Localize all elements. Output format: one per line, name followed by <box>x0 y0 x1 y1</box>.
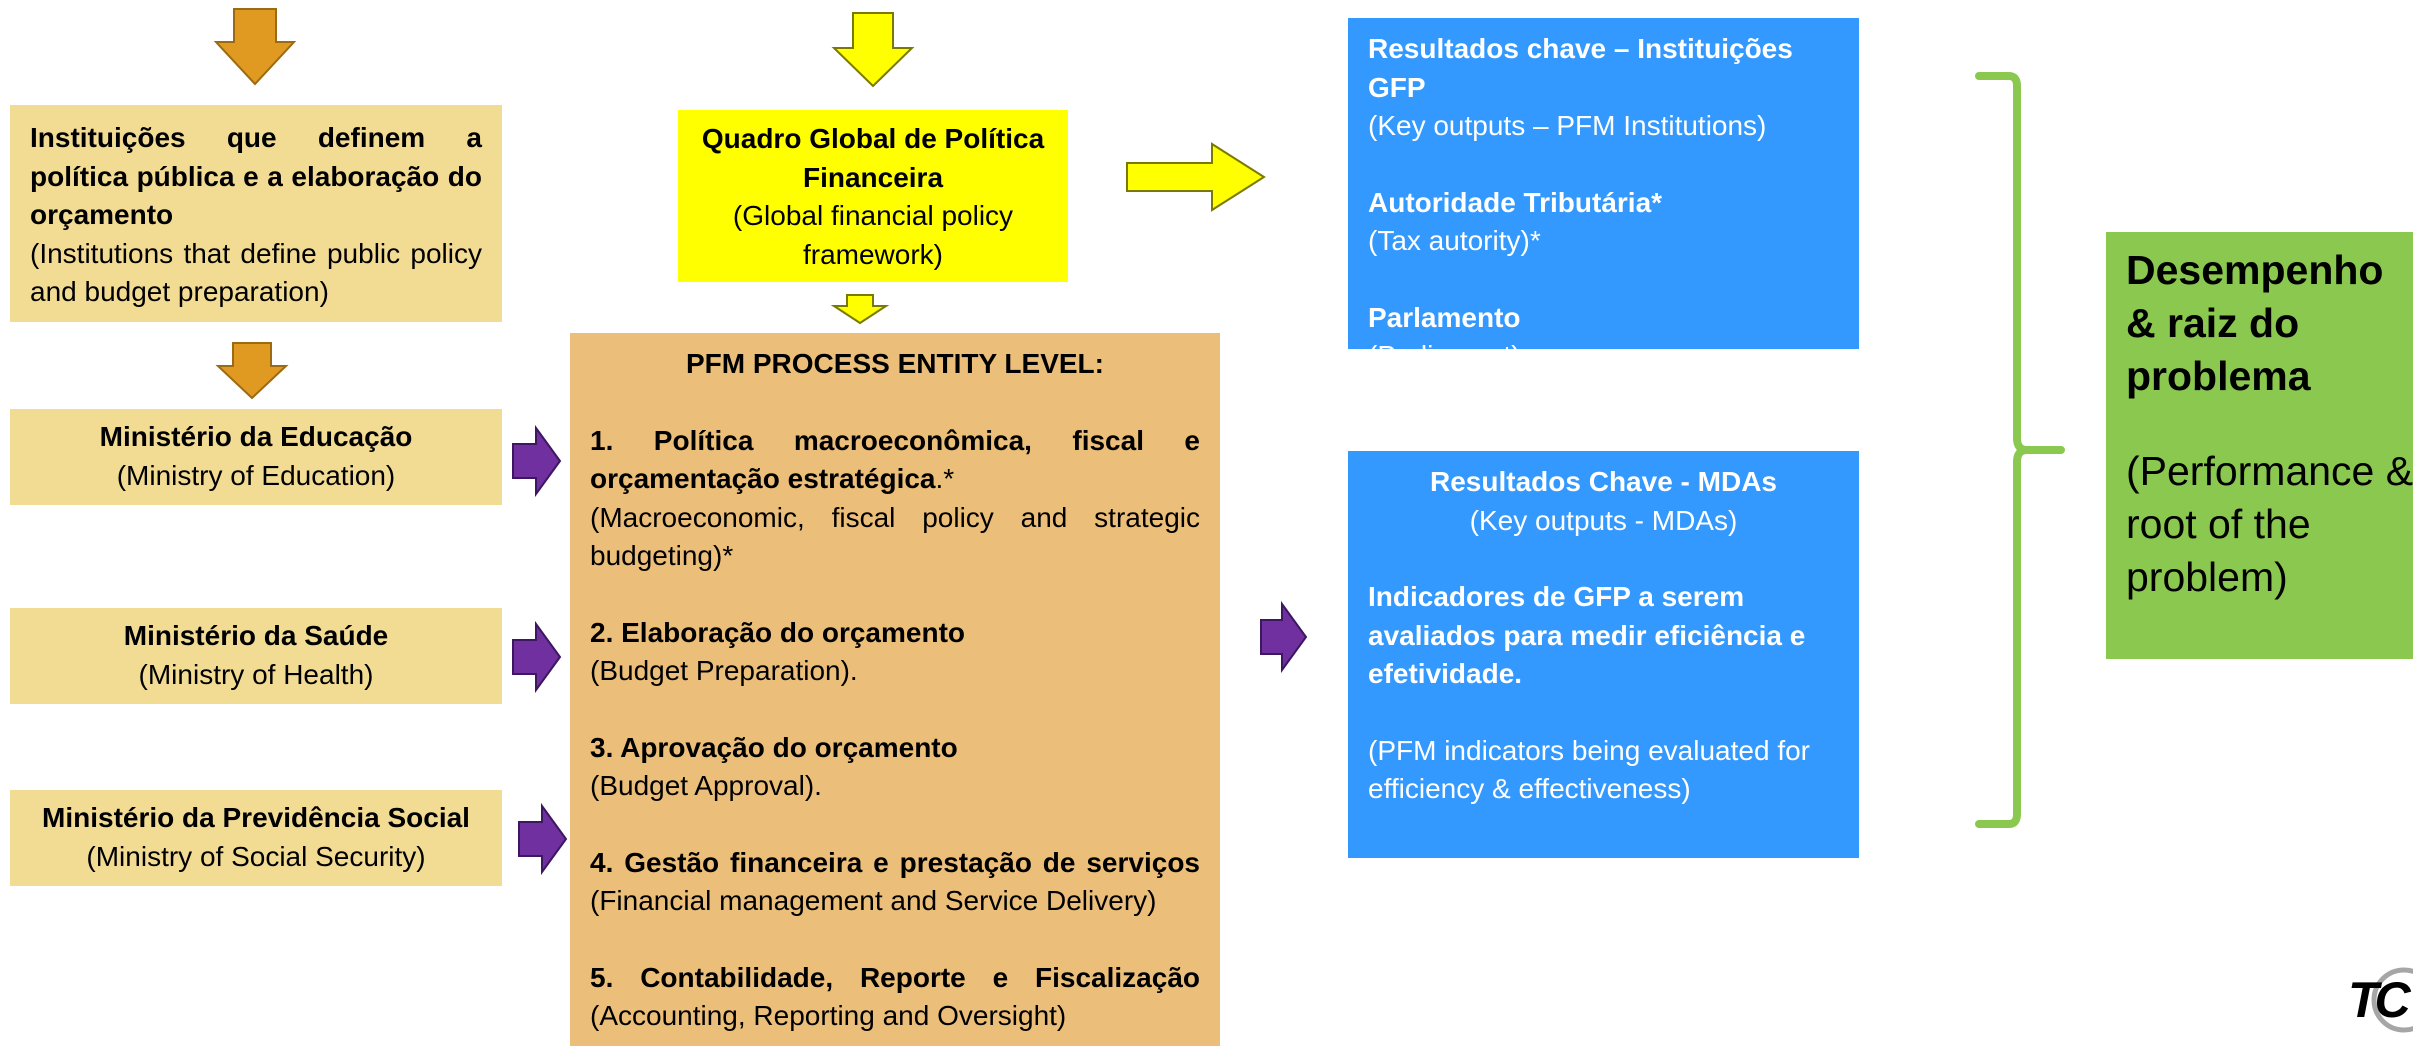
tcu-logo: TC <box>2348 958 2413 1042</box>
key-outputs-mdas-title: Resultados Chave - MDAs <box>1430 466 1777 497</box>
ministry-english: (Ministry of Health) <box>138 658 374 690</box>
key-outputs-pfm-subtitle: (Key outputs – PFM Institutions) <box>1368 110 1767 141</box>
pfm-process-heading: PFM PROCESS ENTITY LEVEL: <box>686 348 1104 379</box>
down-arrow-icon <box>213 8 297 86</box>
key-outputs-mdas-subtitle: (Key outputs - MDAs) <box>1469 504 1738 536</box>
down-arrow-icon <box>830 294 890 325</box>
ministry-box-education: Ministério da Educação (Ministry of Educ… <box>10 409 502 505</box>
institutions-subtitle: (Institutions that define public policy … <box>30 237 482 308</box>
pfm-item-suffix: .* <box>935 463 955 494</box>
logo-ring-icon <box>2371 967 2413 1033</box>
ministry-name: Ministério da Educação <box>99 421 413 452</box>
pfm-item-english: (Macroeconomic, fiscal policy and strate… <box>590 501 1200 572</box>
key-output-entry-name: Parlamento <box>1368 301 1521 333</box>
performance-title: Desempenho & raiz do problema <box>2126 247 2384 399</box>
pfm-item-title: 2. Elaboração do orçamento <box>590 616 965 648</box>
key-outputs-pfm-box: Resultados chave – Instituições GFP (Key… <box>1348 18 1859 371</box>
performance-box: Desempenho & raiz do problema (Performan… <box>2106 232 2413 659</box>
pfm-item-title: 1. Política macroeconômica, fiscal e orç… <box>590 424 1200 495</box>
pfm-item-english: (Budget Preparation). <box>590 655 858 686</box>
key-outputs-mdas-indicators-english: (PFM indicators being evaluated for effi… <box>1368 734 1810 805</box>
right-arrow-icon <box>1260 600 1308 674</box>
right-arrow-icon <box>1126 142 1266 212</box>
key-output-entry-name: Autoridade Tributária* <box>1368 186 1663 218</box>
right-arrow-icon <box>512 424 562 498</box>
key-outputs-mdas-indicators: Indicadores de GFP a serem avaliados par… <box>1368 581 1806 689</box>
pfm-item-english: (Accounting, Reporting and Oversight) <box>590 1000 1067 1031</box>
pfm-item-english: (Financial management and Service Delive… <box>590 885 1157 916</box>
pfm-item-title: 5. Contabilidade, Reporte e Fiscalização <box>590 961 1200 993</box>
ministry-box-social-security: Ministério da Previdência Social (Minist… <box>10 790 502 886</box>
pfm-item-english: (Budget Approval). <box>590 770 822 801</box>
ministry-name: Ministério da Saúde <box>123 620 389 651</box>
global-framework-subtitle: (Global financial policy framework) <box>732 200 1014 270</box>
pfm-item: 1. Política macroeconômica, fiscal e orç… <box>590 422 1200 499</box>
ministry-name: Ministério da Previdência Social <box>42 802 470 833</box>
global-framework-title: Quadro Global de Política Financeira <box>701 123 1045 193</box>
pfm-item-title: 3. Aprovação do orçamento <box>590 731 958 763</box>
institutions-title: Instituições que definem a política públ… <box>30 122 482 230</box>
ministry-english: (Ministry of Education) <box>116 459 396 491</box>
key-output-entry-english: (Tax autority)* <box>1368 225 1541 256</box>
right-arrow-icon <box>512 620 562 694</box>
down-arrow-icon <box>215 342 289 400</box>
curly-brace-icon <box>1975 72 2065 828</box>
institutions-box: Instituições que definem a política públ… <box>10 105 502 322</box>
ministry-box-health: Ministério da Saúde (Ministry of Health) <box>10 608 502 704</box>
pfm-process-box: PFM PROCESS ENTITY LEVEL: 1. Política ma… <box>570 333 1220 1046</box>
key-outputs-pfm-title: Resultados chave – Instituições GFP <box>1368 33 1793 103</box>
key-output-entry-english: (Parliament) <box>1368 340 1521 371</box>
ministry-english: (Ministry of Social Security) <box>86 840 426 872</box>
performance-english: (Performance & root of the problem) <box>2126 448 2413 600</box>
key-outputs-mdas-box: Resultados Chave - MDAs (Key outputs - M… <box>1348 451 1859 858</box>
down-arrow-icon <box>831 12 915 88</box>
pfm-item-title: 4. Gestão financeira e prestação de serv… <box>590 846 1200 878</box>
logo-text: TC <box>2348 972 2411 1028</box>
right-arrow-icon <box>518 802 568 876</box>
global-framework-box: Quadro Global de Política Financeira (Gl… <box>678 110 1068 282</box>
